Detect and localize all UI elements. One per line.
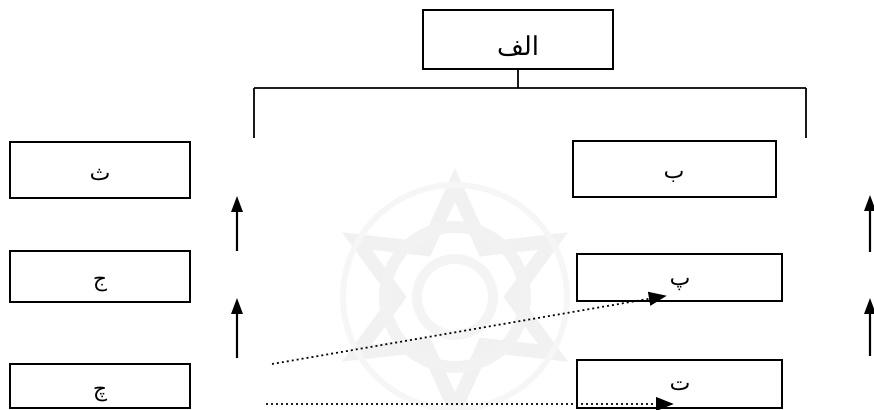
- node-b-label: ب: [664, 159, 685, 184]
- node-ch: چ: [9, 363, 191, 409]
- node-b-box: [572, 140, 777, 198]
- node-root-box: [422, 9, 614, 70]
- arrow-up-icon: [864, 298, 874, 356]
- node-p-box: [576, 253, 783, 302]
- arrow-up-icon: [864, 195, 874, 252]
- root-bracket-connector: [253, 69, 807, 138]
- node-ch-label: چ: [93, 377, 108, 402]
- node-p: پ: [576, 253, 783, 302]
- node-root-label: الف: [497, 32, 539, 62]
- right-up-arrows: [864, 195, 874, 356]
- node-t-box: [576, 359, 783, 409]
- dotted-diagonal-arrow: [271, 291, 667, 365]
- node-th: ث: [9, 141, 191, 199]
- arrow-up-icon: [231, 298, 243, 358]
- node-ch-box: [9, 363, 191, 409]
- node-t-label: ت: [670, 371, 691, 396]
- node-th-box: [9, 141, 191, 199]
- node-b: ب: [572, 140, 777, 198]
- node-p-label: پ: [670, 266, 691, 291]
- node-j-label: ج: [93, 267, 108, 292]
- arrow-up-icon: [231, 196, 243, 251]
- node-j: ج: [9, 250, 191, 303]
- node-root: الف: [422, 9, 614, 70]
- left-up-arrows: [231, 196, 243, 358]
- watermark-rosette: [340, 168, 570, 410]
- node-t: ت: [576, 359, 783, 409]
- node-j-box: [9, 250, 191, 303]
- dotted-arrows: [266, 291, 674, 410]
- node-th-label: ث: [90, 161, 111, 186]
